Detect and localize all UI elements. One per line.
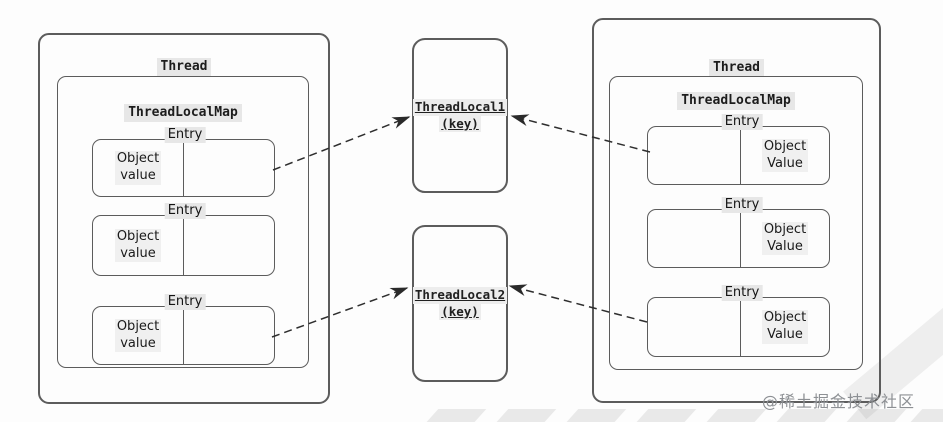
left-entry-2-value: Object value — [114, 228, 162, 263]
right-thread-title: Thread — [594, 56, 879, 77]
left-threadlocalmap-title-label: ThreadLocalMap — [124, 104, 242, 122]
right-thread-title-label: Thread — [709, 59, 764, 77]
right-entry-1-label: Entry — [721, 114, 763, 130]
watermark: @稀土掘金技术社区 — [762, 392, 916, 411]
entry-key-cell — [648, 210, 741, 267]
decorative-stripe — [565, 409, 627, 422]
decorative-stripe — [495, 409, 557, 422]
decorative-stripe — [425, 409, 487, 422]
right-threadlocalmap-title-label: ThreadLocalMap — [677, 92, 795, 110]
entry-key-cell — [184, 140, 274, 196]
entry-value-cell: Object Value — [741, 210, 829, 267]
left-thread-box: Thread — [38, 33, 330, 404]
right-entry-1-value: Object Value — [761, 138, 809, 173]
left-thread-title-label: Thread — [156, 58, 212, 76]
left-entry-2-label: Entry — [164, 203, 206, 219]
threadlocal2-label: ThreadLocal2 — [412, 286, 508, 304]
entry-key-cell — [184, 216, 274, 275]
left-entry-3-label: Entry — [164, 294, 206, 310]
left-thread-title: Thread — [40, 55, 328, 76]
entry-value-cell: Object value — [93, 307, 184, 364]
left-threadlocalmap-box: ThreadLocalMap — [57, 76, 309, 368]
entry-key-cell — [648, 298, 741, 356]
threadlocal1-label: ThreadLocal1 — [412, 98, 508, 116]
left-entry-3: Entry Object value — [92, 294, 275, 365]
right-threadlocalmap-box: ThreadLocalMap — [609, 76, 863, 370]
threadlocal2-key-label: (key) — [439, 303, 481, 321]
entry-value-cell: Object Value — [741, 127, 829, 184]
left-entry-1-value: Object value — [114, 151, 162, 185]
left-entry-2: Entry Object value — [92, 203, 275, 276]
right-entry-3-value: Object Value — [761, 310, 809, 344]
left-threadlocalmap-title: ThreadLocalMap — [58, 101, 308, 122]
right-thread-box: Thread — [592, 18, 881, 403]
threadlocal1-key-label: (key) — [439, 115, 481, 133]
left-entry-3-value: Object value — [114, 318, 162, 353]
right-entry-2-value: Object Value — [761, 221, 809, 256]
decorative-stripe — [635, 409, 697, 422]
right-entry-3: Entry Object Value — [647, 285, 830, 357]
decorative-stripe — [705, 409, 767, 422]
right-threadlocalmap-title: ThreadLocalMap — [610, 89, 862, 110]
entry-value-cell: Object Value — [741, 298, 829, 356]
entry-key-cell — [184, 307, 274, 364]
right-entry-3-label: Entry — [721, 285, 763, 301]
left-entry-1: Entry Object value — [92, 127, 275, 197]
entry-key-cell — [648, 127, 741, 184]
entry-value-cell: Object value — [93, 140, 184, 196]
right-entry-2: Entry Object Value — [647, 197, 830, 268]
right-entry-2-label: Entry — [721, 197, 763, 213]
threadlocal2-box: ThreadLocal2 (key) — [412, 225, 508, 382]
right-entry-1: Entry Object Value — [647, 114, 830, 185]
entry-value-cell: Object value — [93, 216, 184, 275]
threadlocal1-box: ThreadLocal1 (key) — [412, 38, 508, 193]
left-entry-1-label: Entry — [164, 127, 206, 143]
